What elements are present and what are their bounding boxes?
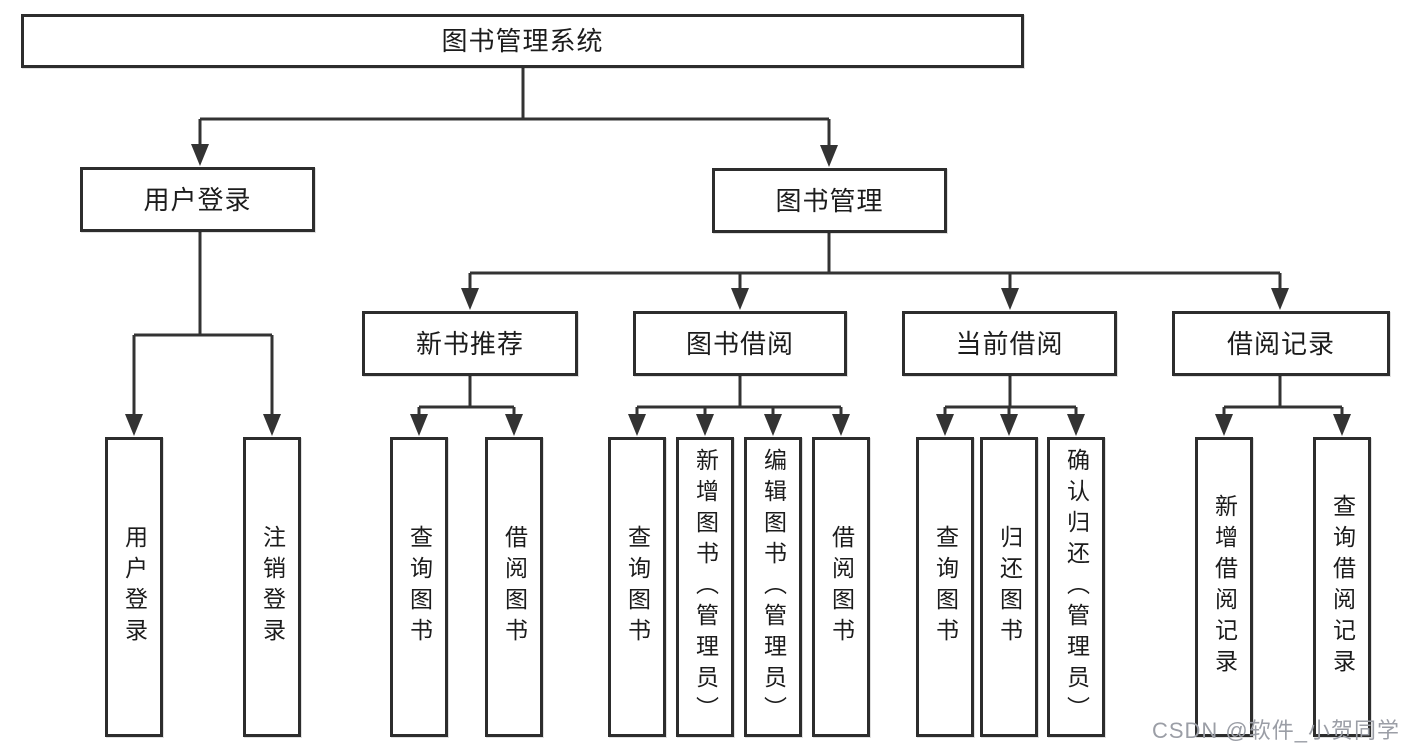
leaf-user-login: 用户登录 xyxy=(105,437,163,737)
node-book-management: 图书管理 xyxy=(712,168,947,233)
leaf-edit-book-admin: 编辑图书（管理员） xyxy=(744,437,802,737)
node-library-management-system: 图书管理系统 xyxy=(21,14,1024,68)
leaf-borrow-books-recommend: 借阅图书 xyxy=(485,437,543,737)
node-borrow-records: 借阅记录 xyxy=(1172,311,1390,376)
leaf-query-borrow-record: 查询借阅记录 xyxy=(1313,437,1371,737)
leaf-add-book-admin: 新增图书（管理员） xyxy=(676,437,734,737)
leaf-query-books-current: 查询图书 xyxy=(916,437,974,737)
leaf-query-books-borrow: 查询图书 xyxy=(608,437,666,737)
node-user-login: 用户登录 xyxy=(80,167,315,232)
leaf-add-borrow-record: 新增借阅记录 xyxy=(1195,437,1253,737)
leaf-logout: 注销登录 xyxy=(243,437,301,737)
node-new-book-recommend: 新书推荐 xyxy=(362,311,578,376)
leaf-return-book: 归还图书 xyxy=(980,437,1038,737)
leaf-confirm-return-admin: 确认归还（管理员） xyxy=(1047,437,1105,737)
csdn-watermark: CSDN @软件_小贺同学 xyxy=(1151,718,1400,743)
node-current-borrow: 当前借阅 xyxy=(902,311,1117,376)
leaf-borrow-books: 借阅图书 xyxy=(812,437,870,737)
node-book-borrow: 图书借阅 xyxy=(633,311,847,376)
leaf-query-books-recommend: 查询图书 xyxy=(390,437,448,737)
